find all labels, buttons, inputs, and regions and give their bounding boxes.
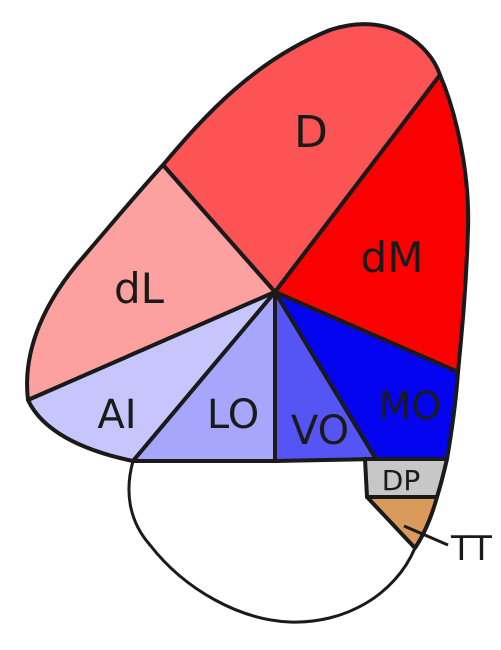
label-ai: AI	[97, 392, 136, 438]
label-dl: dL	[114, 264, 165, 313]
tt-leader-line	[403, 524, 449, 547]
lower-outline	[127, 460, 417, 624]
region-d	[161, 22, 442, 294]
label-dp: DP	[382, 464, 420, 497]
label-dm: dM	[361, 233, 424, 282]
label-d: D	[294, 107, 328, 158]
label-tt: TT	[450, 529, 492, 569]
region-dm	[273, 73, 471, 374]
label-mo: MO	[379, 384, 442, 428]
label-lo: LO	[207, 392, 259, 438]
region-dl	[25, 163, 277, 402]
region-tt	[365, 495, 439, 550]
label-vo: VO	[291, 408, 349, 454]
